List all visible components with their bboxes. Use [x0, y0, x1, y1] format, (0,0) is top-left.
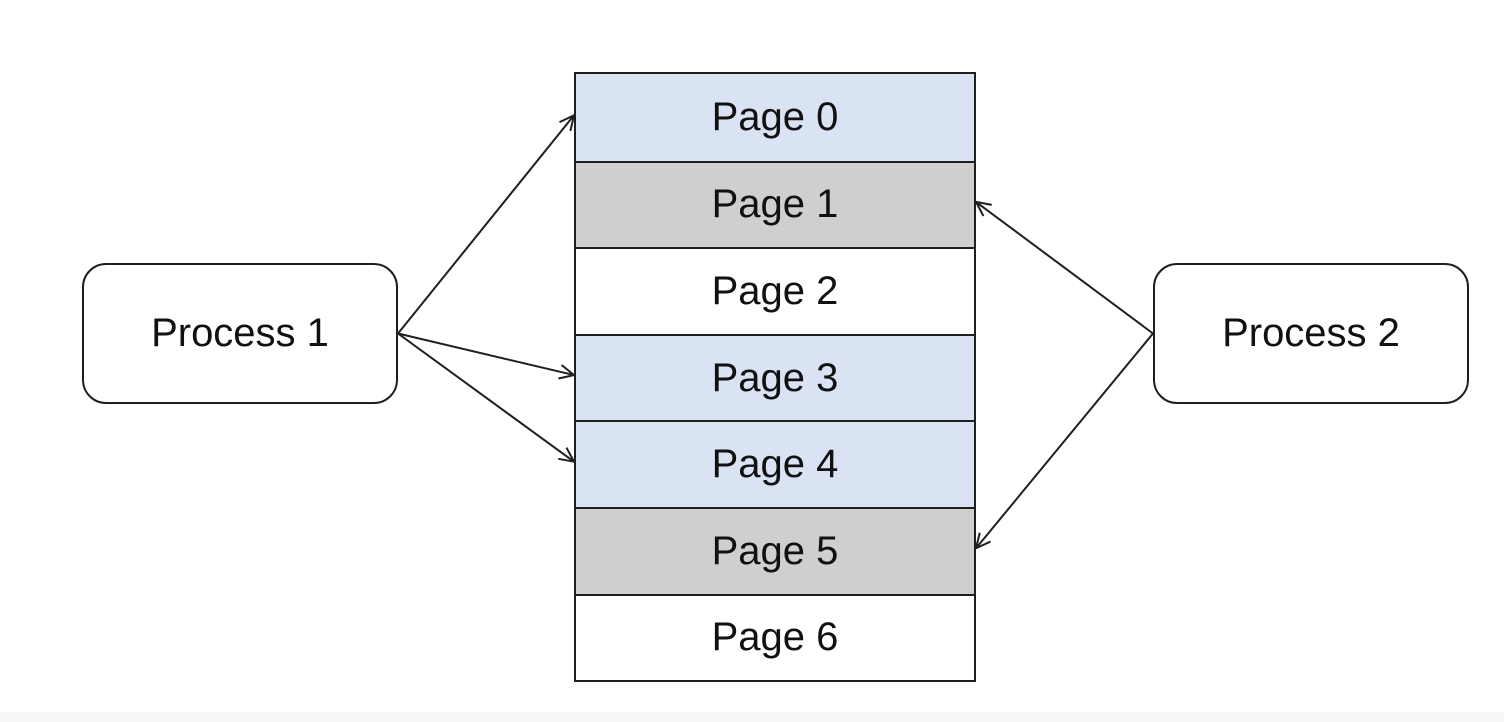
page-row-4: Page 4 [576, 420, 974, 507]
arrow-process-1-to-page-4 [397, 332, 575, 463]
page-row-1: Page 1 [576, 160, 974, 248]
page-label: Page 6 [711, 615, 839, 660]
arrowhead [974, 532, 991, 551]
bottom-strip [0, 712, 1504, 722]
arrow-process-1-to-page-0 [397, 114, 575, 335]
page-label: Page 1 [711, 182, 839, 227]
page-row-3: Page 3 [576, 333, 974, 421]
arrow-process-2-to-page-5 [975, 332, 1154, 549]
arrowhead [558, 364, 577, 380]
arrow-process-2-to-page-1 [975, 201, 1154, 335]
page-label: Page 4 [711, 442, 839, 487]
page-row-2: Page 2 [576, 247, 974, 334]
arrow-process-1-to-page-3 [397, 332, 575, 377]
arrowhead [559, 113, 576, 132]
page-label: Page 5 [711, 528, 839, 573]
arrowhead [974, 200, 992, 217]
arrowhead [558, 447, 576, 464]
page-label: Page 3 [711, 355, 839, 400]
page-row-0: Page 0 [576, 74, 974, 161]
page-row-6: Page 6 [576, 593, 974, 681]
page-label: Page 0 [711, 94, 839, 139]
page-table: Page 0 Page 1 Page 2 Page 3 Page 4 Page … [574, 72, 976, 683]
process-1-label: Process 1 [151, 311, 329, 355]
process-2-box: Process 2 [1153, 263, 1469, 404]
page-label: Page 2 [711, 268, 839, 313]
page-row-5: Page 5 [576, 506, 974, 594]
process-2-label: Process 2 [1222, 311, 1400, 355]
process-1-box: Process 1 [82, 263, 398, 404]
